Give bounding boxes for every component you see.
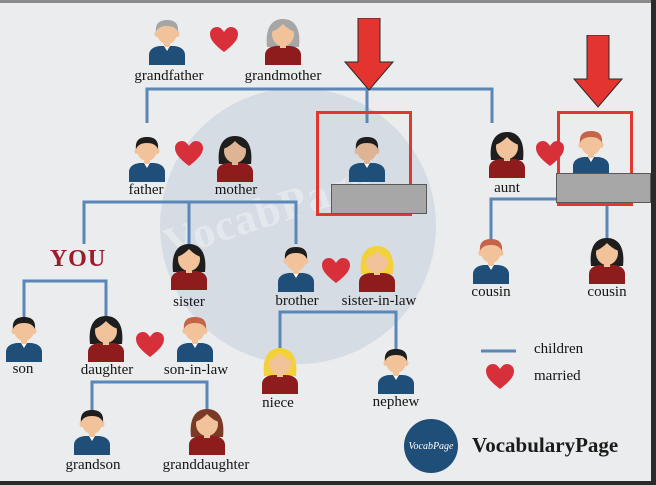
label-granddaughter: granddaughter <box>162 457 250 473</box>
label-cousin-female: cousin <box>587 284 627 300</box>
arrow-down-icon <box>573 35 623 108</box>
label-sister-in-law: sister-in-law <box>341 293 417 309</box>
heart-icon <box>322 258 350 283</box>
brand-title: VocabularyPage <box>472 433 619 457</box>
frame-bottom <box>0 481 656 485</box>
label-nephew: nephew <box>372 394 420 410</box>
man-avatar-icon <box>278 247 314 292</box>
person-nephew <box>378 349 414 395</box>
person-grandfather <box>149 20 185 66</box>
label-sister: sister <box>173 294 205 310</box>
vocabpage-logo: VocabPage <box>404 419 458 473</box>
woman-avatar-icon <box>171 244 207 290</box>
hidden-label-uncle-in-law <box>556 173 651 203</box>
person-sister <box>171 244 207 291</box>
person-grandmother <box>265 19 301 66</box>
label-grandmother: grandmother <box>244 68 322 84</box>
heart-icon <box>136 332 164 357</box>
man-avatar-icon <box>473 239 509 284</box>
woman-avatar-icon <box>88 316 124 362</box>
heart-icon <box>536 141 564 166</box>
man-avatar-icon <box>129 137 165 182</box>
line-you-children <box>22 279 108 322</box>
heart-icon <box>210 27 238 52</box>
legend-heart-icon <box>486 364 514 389</box>
person-cousin-male <box>473 239 509 285</box>
heart-icon <box>175 141 203 166</box>
man-avatar-icon <box>349 137 385 182</box>
man-avatar-icon <box>74 410 110 455</box>
person-sister-in-law <box>359 246 395 293</box>
woman-avatar-icon <box>189 409 225 455</box>
person-aunt <box>489 132 525 179</box>
person-mother <box>217 136 253 183</box>
label-brother: brother <box>275 293 319 309</box>
label-son: son <box>12 361 34 377</box>
label-aunt: aunt <box>494 180 520 196</box>
man-avatar-icon <box>573 131 609 176</box>
woman-avatar-icon <box>265 19 301 65</box>
woman-avatar-icon <box>217 136 253 182</box>
label-father: father <box>128 182 164 198</box>
person-granddaughter <box>189 409 225 456</box>
woman-avatar-icon <box>262 348 298 394</box>
label-son-in-law: son-in-law <box>163 362 229 378</box>
arrow-down-icon <box>344 18 394 91</box>
person-son-in-law <box>177 317 213 363</box>
label-mother: mother <box>214 182 258 198</box>
line-daughter-children <box>90 380 209 421</box>
label-daughter: daughter <box>80 362 134 378</box>
person-niece <box>262 348 298 395</box>
label-grandson: grandson <box>65 457 121 473</box>
line-aunt-cousins <box>489 197 609 240</box>
woman-avatar-icon <box>489 132 525 178</box>
person-daughter <box>88 316 124 363</box>
person-uncle-in-law <box>573 131 609 177</box>
person-grandson <box>74 410 110 456</box>
person-brother <box>278 247 314 293</box>
line-grandparents-children <box>145 87 494 123</box>
woman-avatar-icon <box>359 246 395 292</box>
man-avatar-icon <box>149 20 185 65</box>
highlight-box-uncle <box>316 111 412 216</box>
man-avatar-icon <box>378 349 414 394</box>
frame-right <box>651 0 656 485</box>
you-label: YOU <box>49 246 107 272</box>
watermark-circle <box>160 88 436 364</box>
woman-avatar-icon <box>589 238 625 284</box>
man-avatar-icon <box>6 317 42 362</box>
legend-children-label: children <box>534 341 584 357</box>
line-brother-children <box>278 310 398 352</box>
man-avatar-icon <box>177 317 213 362</box>
hidden-label-uncle <box>331 184 427 214</box>
legend-married-label: married <box>534 368 581 384</box>
person-cousin-female <box>589 238 625 285</box>
label-niece: niece <box>262 395 294 411</box>
person-uncle <box>349 137 385 183</box>
label-cousin-male: cousin <box>471 284 511 300</box>
label-grandfather: grandfather <box>134 68 204 84</box>
person-son <box>6 317 42 363</box>
frame-top <box>0 0 656 3</box>
person-father <box>129 137 165 183</box>
